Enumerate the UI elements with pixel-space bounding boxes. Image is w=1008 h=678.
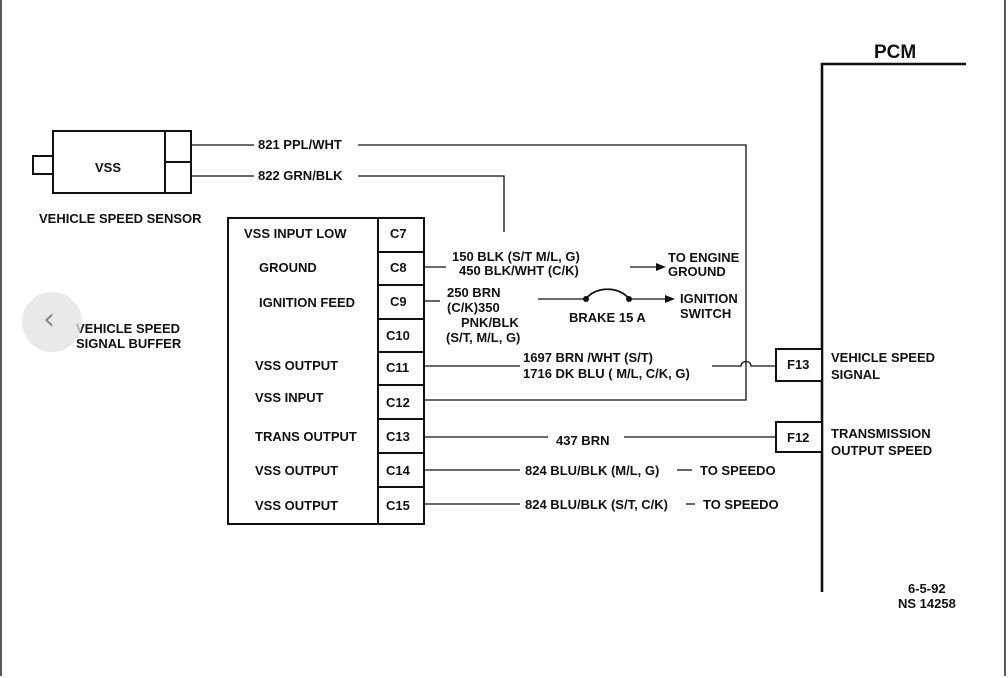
buffer-row-label: IGNITION FEED bbox=[259, 295, 355, 310]
buffer-row-label: GROUND bbox=[259, 260, 317, 275]
wire-822-run bbox=[358, 175, 505, 232]
c8-wire-label: 450 BLK/WHT (C/K) bbox=[459, 263, 579, 278]
fuse-symbol bbox=[585, 288, 630, 300]
pin-c9: C9 bbox=[390, 294, 407, 309]
previous-image-button[interactable]: ‹ bbox=[22, 292, 82, 352]
f13-label: VEHICLE SPEED bbox=[831, 350, 935, 365]
c9-wire-label: (C/K)350 bbox=[447, 300, 500, 315]
pin-c12: C12 bbox=[386, 395, 410, 410]
c11-wire-label: 1697 BRN /WHT (S/T) bbox=[523, 350, 653, 365]
signal-buffer-module: VSS INPUT LOW C7 GROUND C8 IGNITION FEED… bbox=[227, 217, 425, 525]
buffer-row-label: VSS OUTPUT bbox=[255, 498, 338, 513]
pin-c11: C11 bbox=[386, 360, 409, 375]
pcm-boundary bbox=[820, 62, 966, 592]
buffer-row-label: VSS OUTPUT bbox=[255, 358, 338, 373]
buffer-caption-line2: SIGNAL BUFFER bbox=[76, 336, 182, 351]
ignition-arrow-head bbox=[665, 295, 675, 303]
engine-ground-label: TO ENGINE bbox=[668, 250, 740, 265]
pin-c7: C7 bbox=[390, 226, 407, 241]
buffer-row-label: VSS INPUT bbox=[255, 390, 324, 405]
ignition-switch-label: SWITCH bbox=[680, 306, 731, 321]
c9-wire-label: 250 BRN bbox=[447, 285, 500, 300]
buffer-row-label: VSS OUTPUT bbox=[255, 463, 338, 478]
vss-sensor: VSS bbox=[32, 130, 192, 194]
c9-wire-label: PNK/BLK bbox=[461, 315, 519, 330]
wire-821-run bbox=[358, 144, 747, 401]
f12-label: OUTPUT SPEED bbox=[831, 443, 932, 458]
buffer-pin-column bbox=[377, 217, 425, 525]
ignition-switch-label: IGNITION bbox=[680, 291, 738, 306]
fuse-label: BRAKE 15 A bbox=[569, 310, 646, 325]
wire-c11-crossover bbox=[712, 360, 776, 367]
chevron-left-icon: ‹ bbox=[43, 302, 55, 337]
c11-wire-label: 1716 DK BLU ( M/L, C/K, G) bbox=[523, 366, 690, 381]
c15-dest-label: TO SPEEDO bbox=[703, 497, 779, 512]
diagram-date: 6-5-92 bbox=[908, 581, 946, 596]
pin-f12-box bbox=[775, 421, 823, 453]
vss-caption: VEHICLE SPEED SENSOR bbox=[39, 211, 202, 226]
pin-c8: C8 bbox=[390, 260, 407, 275]
buffer-row-label: VSS INPUT LOW bbox=[244, 226, 347, 241]
wire-821-label: 821 PPL/WHT bbox=[258, 137, 342, 152]
c9-wire-label: (S/T, M/L, G) bbox=[446, 330, 520, 345]
pin-f12: F12 bbox=[787, 430, 809, 445]
wire-822-label: 822 GRN/BLK bbox=[258, 168, 343, 183]
pin-f13-box bbox=[775, 348, 823, 382]
pin-c10: C10 bbox=[386, 328, 410, 343]
ground-arrow-head bbox=[656, 263, 666, 271]
vss-label: VSS bbox=[95, 160, 121, 175]
engine-ground-label: GROUND bbox=[668, 264, 726, 279]
buffer-row-label: TRANS OUTPUT bbox=[255, 429, 357, 444]
pcm-label: PCM bbox=[874, 42, 916, 63]
pin-c13: C13 bbox=[386, 429, 410, 444]
f12-label: TRANSMISSION bbox=[831, 426, 931, 441]
f13-label: SIGNAL bbox=[831, 367, 880, 382]
buffer-caption-line1: VEHICLE SPEED bbox=[76, 321, 180, 336]
diagram-code: NS 14258 bbox=[898, 596, 956, 611]
c13-wire-label: 437 BRN bbox=[556, 433, 609, 448]
fuse-terminal bbox=[583, 296, 589, 302]
pin-f13: F13 bbox=[787, 357, 809, 372]
pin-c14: C14 bbox=[386, 463, 411, 478]
pin-c15: C15 bbox=[386, 498, 410, 513]
vss-sensor-tab bbox=[32, 155, 54, 175]
c14-wire-label: 824 BLU/BLK (M/L, G) bbox=[525, 463, 659, 478]
c15-wire-label: 824 BLU/BLK (S/T, C/K) bbox=[525, 497, 668, 512]
c8-wire-label: 150 BLK (S/T M/L, G) bbox=[452, 249, 580, 264]
c14-dest-label: TO SPEEDO bbox=[700, 463, 776, 478]
